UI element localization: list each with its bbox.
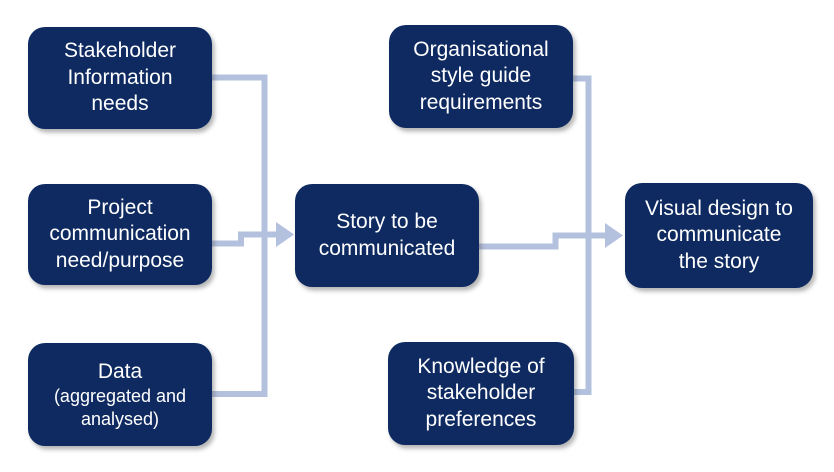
- node-label: Visual design to communicate the story: [645, 196, 793, 273]
- node-label: Project communication need/purpose: [49, 195, 191, 272]
- node-label: Story to be communicated: [318, 210, 456, 260]
- arrowhead-into-story: [276, 222, 294, 247]
- node-label: Organisational style guide requirements: [413, 37, 549, 114]
- node-visual-design-to-communicate-story: Visual design to communicate the story: [625, 183, 813, 288]
- node-label: Data: [97, 359, 143, 383]
- node-project-communication-need: Project communication need/purpose: [28, 184, 212, 285]
- node-story-to-be-communicated: Story to be communicated: [295, 184, 479, 287]
- node-knowledge-of-stakeholder-preferences: Knowledge of stakeholder preferences: [388, 342, 574, 445]
- node-stakeholder-information-needs: Stakeholder Information needs: [28, 27, 212, 129]
- node-label: Knowledge of stakeholder preferences: [417, 354, 545, 431]
- arrowhead-into-visual-design: [605, 223, 623, 248]
- edge-project-to-story: [209, 231, 278, 247]
- edge-story-to-visual-design: [475, 232, 607, 250]
- node-sublabel: (aggregated and analysed): [53, 386, 187, 429]
- node-organisational-style-guide: Organisational style guide requirements: [389, 25, 573, 128]
- node-data-aggregated-analysed: Data (aggregated and analysed): [28, 343, 212, 446]
- edge-stakeholder-data-trunk: [209, 74, 268, 397]
- edge-styleguide-knowledge-trunk: [570, 75, 592, 395]
- node-label: Stakeholder Information needs: [63, 39, 177, 116]
